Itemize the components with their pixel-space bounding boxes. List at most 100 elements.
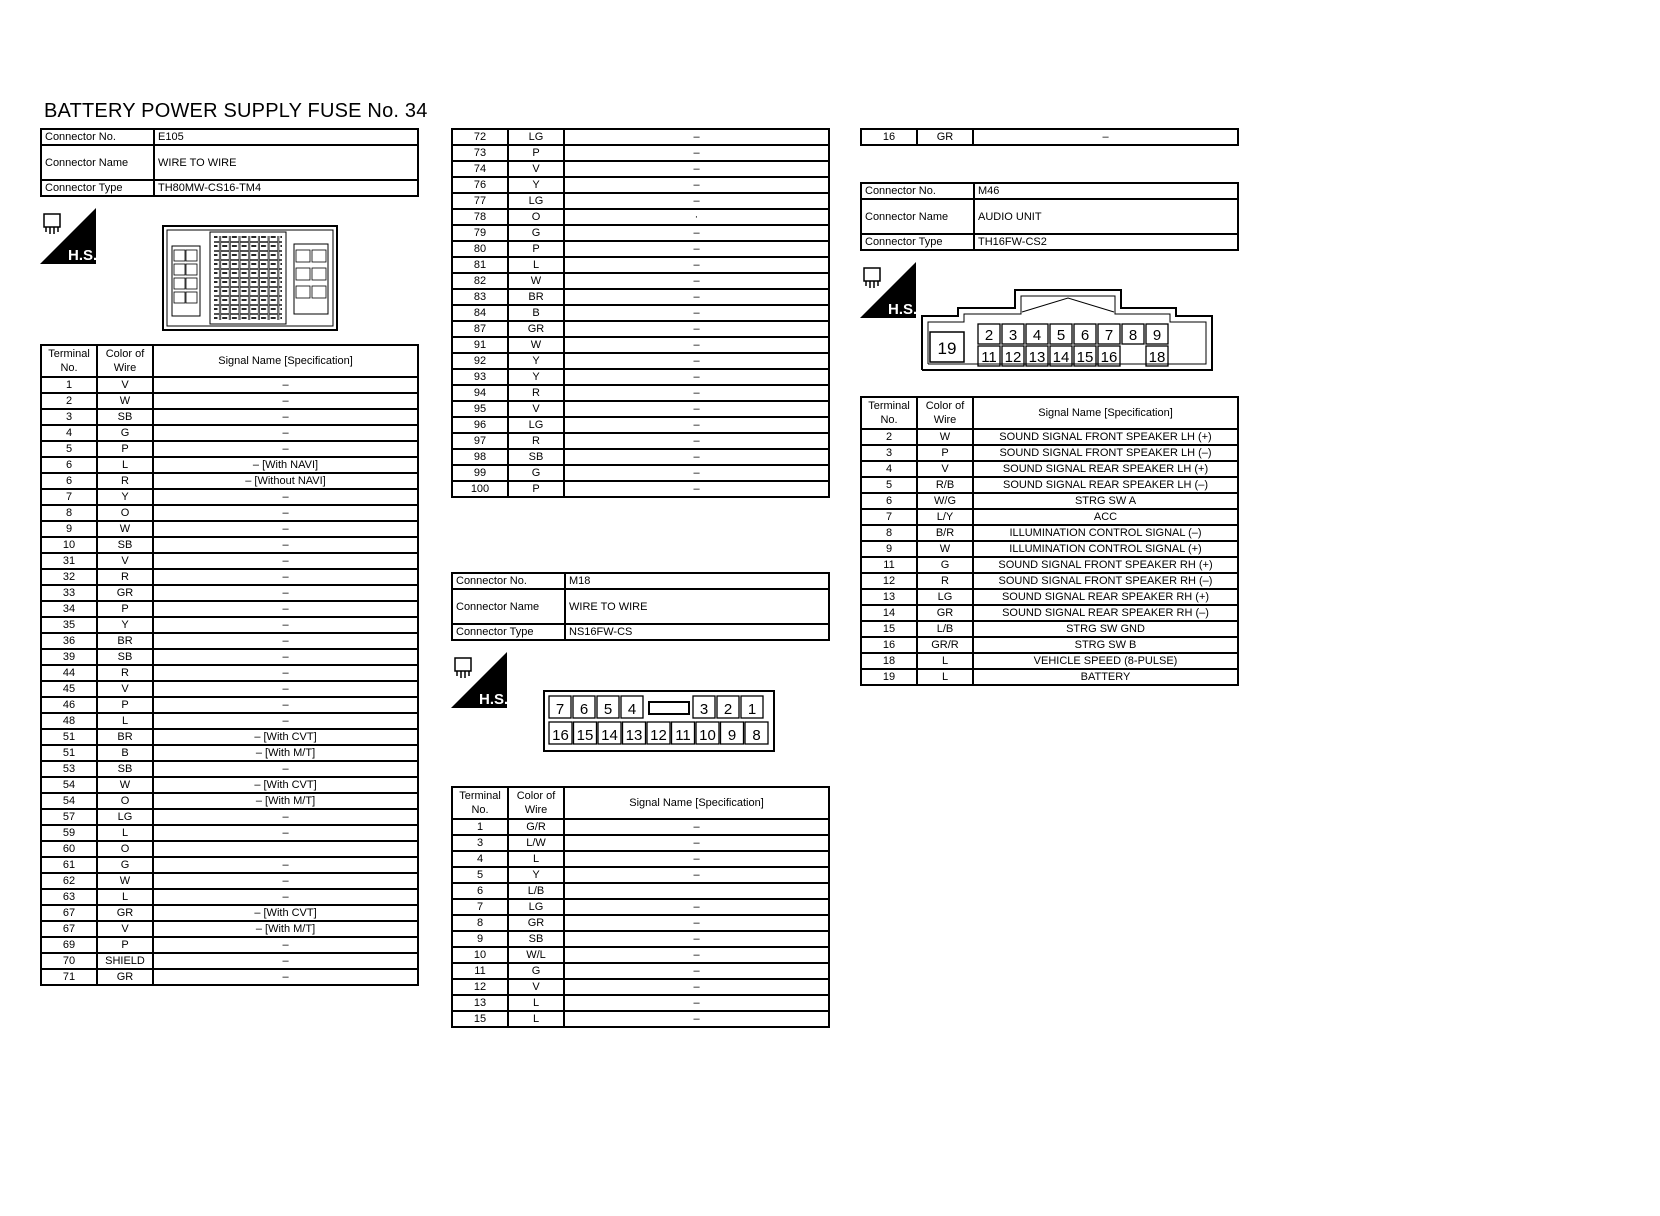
signal-name-cell: – (152, 664, 419, 682)
connector-no-label: Connector No. (860, 182, 975, 200)
wire-color-cell: P (507, 240, 565, 258)
m46-section: Connector No. M46 Connector Name AUDIO U… (860, 182, 1239, 251)
signal-name-cell: – [With CVT] (152, 728, 419, 746)
signal-name-cell: – (563, 850, 830, 868)
e105-pin-table-1: Terminal No. Color of Wire Signal Name [… (40, 344, 419, 986)
signal-name-cell: – (152, 504, 419, 522)
terminal-no-cell: 76 (451, 176, 509, 194)
signal-name-cell: – (563, 978, 830, 996)
pin-number: 9 (1153, 327, 1161, 344)
terminal-no-cell: 74 (451, 160, 509, 178)
signal-name-cell: – [Without NAVI] (152, 472, 419, 490)
m18-info-table: Connector No. M18 Connector Name WIRE TO… (451, 572, 830, 641)
pin-number: 5 (1057, 327, 1065, 344)
terminal-no-cell: 1 (451, 818, 509, 836)
signal-name-cell: SOUND SIGNAL FRONT SPEAKER LH (–) (972, 444, 1239, 462)
terminal-no-cell: 60 (40, 840, 98, 858)
wire-color-cell: W/G (916, 492, 974, 510)
wire-color-cell: R (96, 472, 154, 490)
terminal-no-cell: 100 (451, 480, 509, 498)
signal-name-cell: – (152, 408, 419, 426)
terminal-no-cell: 82 (451, 272, 509, 290)
terminal-no-cell: 46 (40, 696, 98, 714)
e105-info-table: Connector No. E105 Connector Name WIRE T… (40, 128, 419, 197)
wire-color-cell: SHIELD (96, 952, 154, 970)
signal-name-cell: – (152, 808, 419, 826)
pin-number: 7 (556, 701, 564, 718)
terminal-no-cell: 96 (451, 416, 509, 434)
wire-color-cell: V (96, 376, 154, 394)
signal-name-cell: – (563, 480, 830, 498)
terminal-no-cell: 72 (451, 128, 509, 146)
wire-color-cell: P (507, 144, 565, 162)
pin-cavity (1145, 323, 1169, 345)
wire-color-cell: BR (96, 728, 154, 746)
terminal-no-cell: 33 (40, 584, 98, 602)
signal-name-cell: SOUND SIGNAL FRONT SPEAKER RH (–) (972, 572, 1239, 590)
signal-name-cell: SOUND SIGNAL REAR SPEAKER LH (+) (972, 460, 1239, 478)
signal-name-cell: – (152, 648, 419, 666)
wire-color-cell: L/W (507, 834, 565, 852)
wire-color-cell: LG (507, 898, 565, 916)
wire-color-cell: G (507, 224, 565, 242)
pin-number: 2 (985, 327, 993, 344)
terminal-no-cell: 36 (40, 632, 98, 650)
terminal-no-cell: 11 (451, 962, 509, 980)
wire-color-cell: Y (96, 616, 154, 634)
key-slot (648, 701, 690, 715)
signal-name-cell: – (152, 600, 419, 618)
wire-color-cell: GR/R (916, 636, 974, 654)
wire-color-cell: P (96, 936, 154, 954)
pin-cavity (1097, 345, 1121, 367)
signal-name-cell: – (152, 488, 419, 506)
connector-name-label: Connector Name (451, 588, 566, 625)
signal-name-cell: – [With M/T] (152, 744, 419, 762)
signal-name-cell: – (972, 128, 1239, 146)
wire-color-cell: W (916, 540, 974, 558)
wire-color-cell: LG (507, 416, 565, 434)
wire-color-cell: G (507, 464, 565, 482)
terminal-no-cell: 5 (860, 476, 918, 494)
pin-number: 1 (748, 701, 756, 718)
pin-number: 12 (1005, 349, 1022, 366)
wire-color-cell: L/B (507, 882, 565, 900)
wire-color-cell: SB (507, 930, 565, 948)
signal-name-header: Signal Name [Specification] (152, 344, 419, 378)
signal-name-cell: – (152, 424, 419, 442)
wire-color-cell: SB (96, 408, 154, 426)
signal-name-cell: – (152, 584, 419, 602)
terminal-no-header: Terminal No. (40, 344, 98, 378)
connector-type-value: NS16FW-CS (564, 623, 830, 641)
terminal-no-cell: 44 (40, 664, 98, 682)
pin-cavity (597, 721, 622, 745)
pin-cavity (1049, 345, 1073, 367)
connector-name-value: WIRE TO WIRE (564, 588, 830, 625)
wire-color-cell: SB (507, 448, 565, 466)
terminal-no-cell: 13 (860, 588, 918, 606)
terminal-no-cell: 13 (451, 994, 509, 1012)
pin-cavity (670, 721, 696, 745)
m18-pin-table: Terminal No. Color of Wire Signal Name [… (451, 786, 830, 1028)
pin-number: 15 (577, 727, 594, 744)
